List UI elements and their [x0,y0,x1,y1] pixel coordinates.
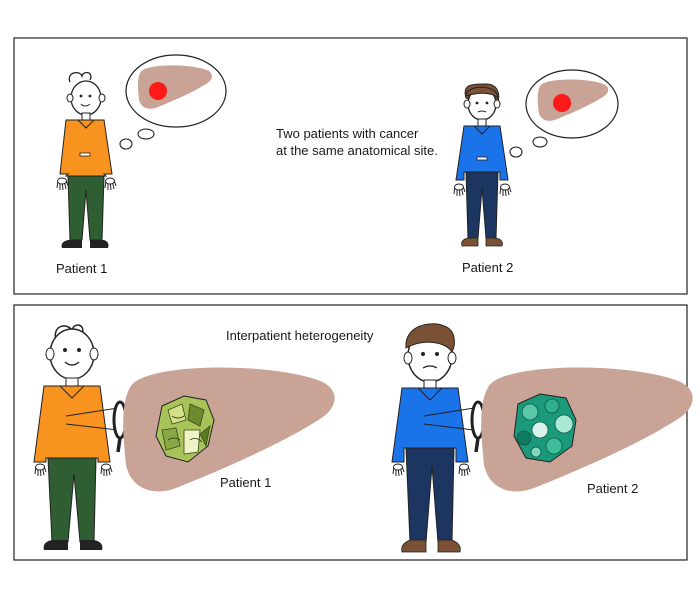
tumor-icon [149,82,167,100]
heterogeneity-title: Interpatient heterogeneity [226,328,374,343]
patient2-shirt [455,125,509,181]
patient2-label-top: Patient 2 [462,260,513,275]
tumor-icon [513,393,577,463]
patient2-figure-top [453,83,512,247]
tumor-icon [155,395,215,463]
tumor-icon [553,94,571,112]
thought-bubble-icon [509,69,619,158]
patient1-figure-bottom [33,324,119,550]
thought-bubble-icon [119,54,227,150]
patient1-shirt [59,119,113,177]
patient2-figure-bottom [391,323,475,553]
patient1-label-bottom: Patient 1 [220,475,271,490]
patient1-shirt-bottom [33,385,111,463]
patient1-label-top: Patient 1 [56,261,107,276]
caption-line-2: at the same anatomical site. [276,143,438,158]
patient2-label-bottom: Patient 2 [587,481,638,496]
caption-line-1: Two patients with cancer [276,126,419,141]
patient1-figure-top [56,71,117,248]
